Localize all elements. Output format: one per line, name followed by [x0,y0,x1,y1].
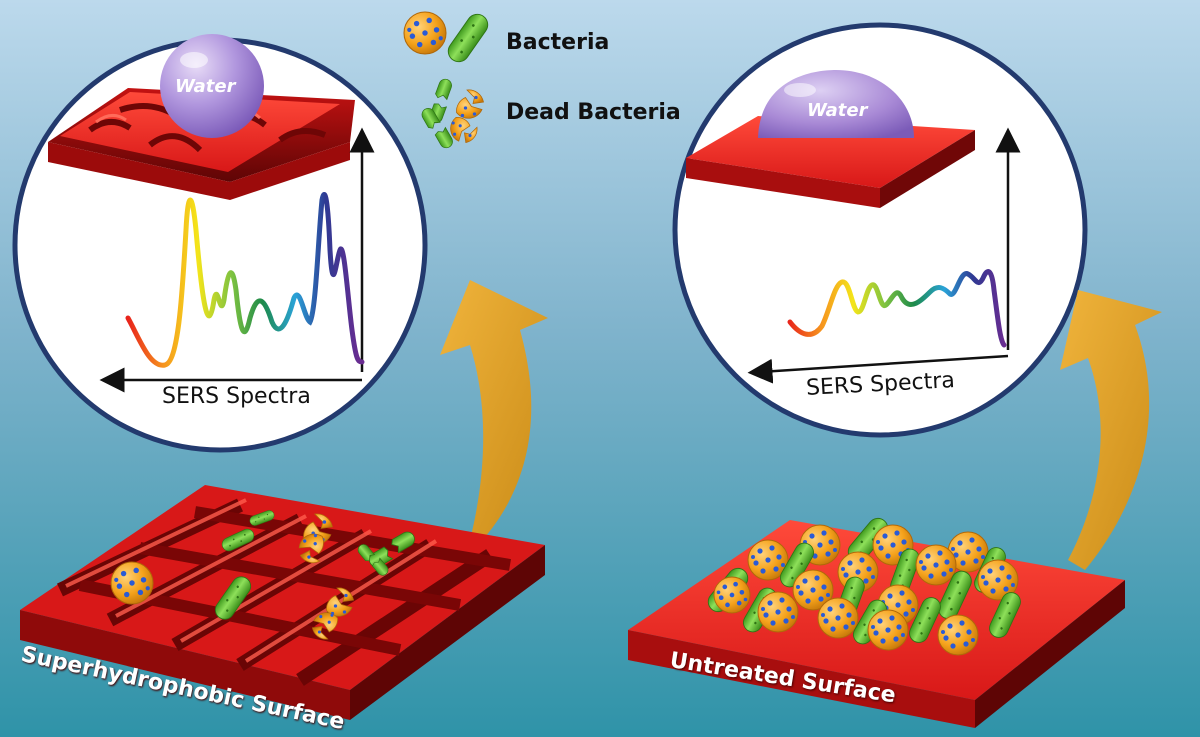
left-superhydrophobic-substrate [20,485,545,720]
right-sers-spectrum-curve [787,269,1007,348]
right-untreated-substrate [628,513,1125,728]
right-magnifier [672,22,1088,438]
right-curved-arrow [1060,290,1162,570]
legend-dead-bacteria-icons [419,77,484,152]
left-curved-arrow [440,280,548,545]
left-spectrum-axis-label: SERS Spectra [162,384,311,409]
legend-dead-bacteria-label: Dead Bacteria [506,100,681,125]
right-spectrum-x-axis [747,354,1009,384]
left-water-label: Water [175,76,236,97]
left-sers-spectrum-curve [125,191,365,368]
right-water-label: Water [807,100,868,121]
legend-live-bacteria-icons [403,9,493,67]
left-magnifier [12,34,428,453]
legend-bacteria-label: Bacteria [506,30,610,55]
